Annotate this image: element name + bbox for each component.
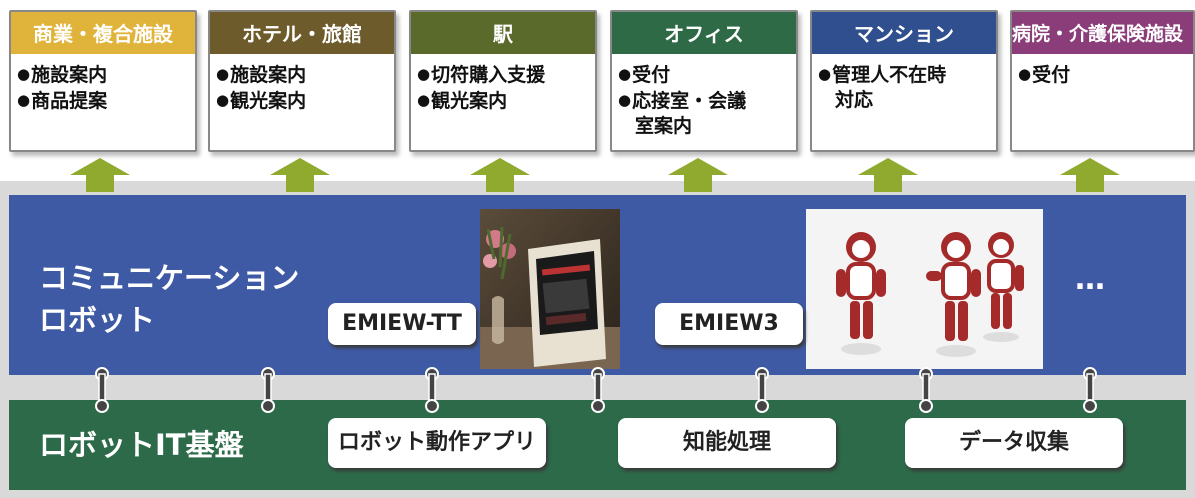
card-item: ●施設案内 — [216, 64, 307, 86]
card-title: 商業・複合施設 — [11, 12, 195, 54]
emiew3-photo — [806, 209, 1043, 369]
card-item: ●受付 — [618, 64, 671, 86]
more-robots-ellipsis: … — [1075, 262, 1109, 297]
card-mansion: マンション ●管理人不在時 対応 — [810, 10, 998, 152]
up-arrow-icon — [470, 158, 530, 192]
card-hospital: 病院・介護保険施設 ●受付 — [1010, 10, 1195, 152]
up-arrow-icon — [1060, 158, 1120, 192]
card-item: ●管理人不在時 — [818, 64, 947, 86]
connector-icon — [919, 367, 933, 413]
connector-icon — [755, 367, 769, 413]
card-title: 病院・介護保険施設 — [1012, 12, 1193, 54]
up-arrow-icon — [858, 158, 918, 192]
card-title: ホテル・旅館 — [210, 12, 394, 54]
card-item: ●切符購入支援 — [417, 64, 546, 86]
card-commercial: 商業・複合施設 ●施設案内 ●商品提案 — [9, 10, 197, 152]
connector-icon — [425, 367, 439, 413]
data-collection-box: データ収集 — [905, 418, 1123, 468]
up-arrow-icon — [270, 158, 330, 192]
use-case-cards: 商業・複合施設 ●施設案内 ●商品提案 ホテル・旅館 ●施設案内 ●観光案内 駅… — [0, 10, 1195, 155]
emiew-tt-photo — [480, 209, 620, 369]
card-item: ●応接室・会議 — [618, 90, 747, 112]
card-office: オフィス ●受付 ●応接室・会議 室案内 — [610, 10, 798, 152]
emiew-tt-label: EMIEW-TT — [328, 303, 476, 345]
card-item: ●受付 — [1018, 64, 1071, 86]
card-hotel: ホテル・旅館 ●施設案内 ●観光案内 — [208, 10, 396, 152]
robot-section-title: コミュニケーション ロボット — [39, 261, 300, 337]
connector-icon — [95, 367, 109, 413]
card-station: 駅 ●切符購入支援 ●観光案内 — [409, 10, 597, 152]
connector-icon — [591, 367, 605, 413]
card-item: 室案内 — [635, 115, 693, 137]
robot-app-box: ロボット動作アプリ — [328, 418, 546, 468]
intelligence-box: 知能処理 — [618, 418, 836, 468]
card-item: ●観光案内 — [216, 90, 307, 112]
connector-icon — [1083, 367, 1097, 413]
card-item: 対応 — [835, 89, 874, 111]
card-item: ●観光案内 — [417, 90, 508, 112]
emiew3-label: EMIEW3 — [655, 303, 803, 345]
it-section-title: ロボットIT基盤 — [39, 428, 244, 462]
up-arrow-icon — [70, 158, 130, 192]
card-title: オフィス — [612, 12, 796, 54]
card-title: マンション — [812, 12, 996, 54]
card-item: ●商品提案 — [17, 90, 108, 112]
up-arrow-icon — [668, 158, 728, 192]
connector-icon — [261, 367, 275, 413]
card-title: 駅 — [411, 12, 595, 54]
card-item: ●施設案内 — [17, 64, 108, 86]
